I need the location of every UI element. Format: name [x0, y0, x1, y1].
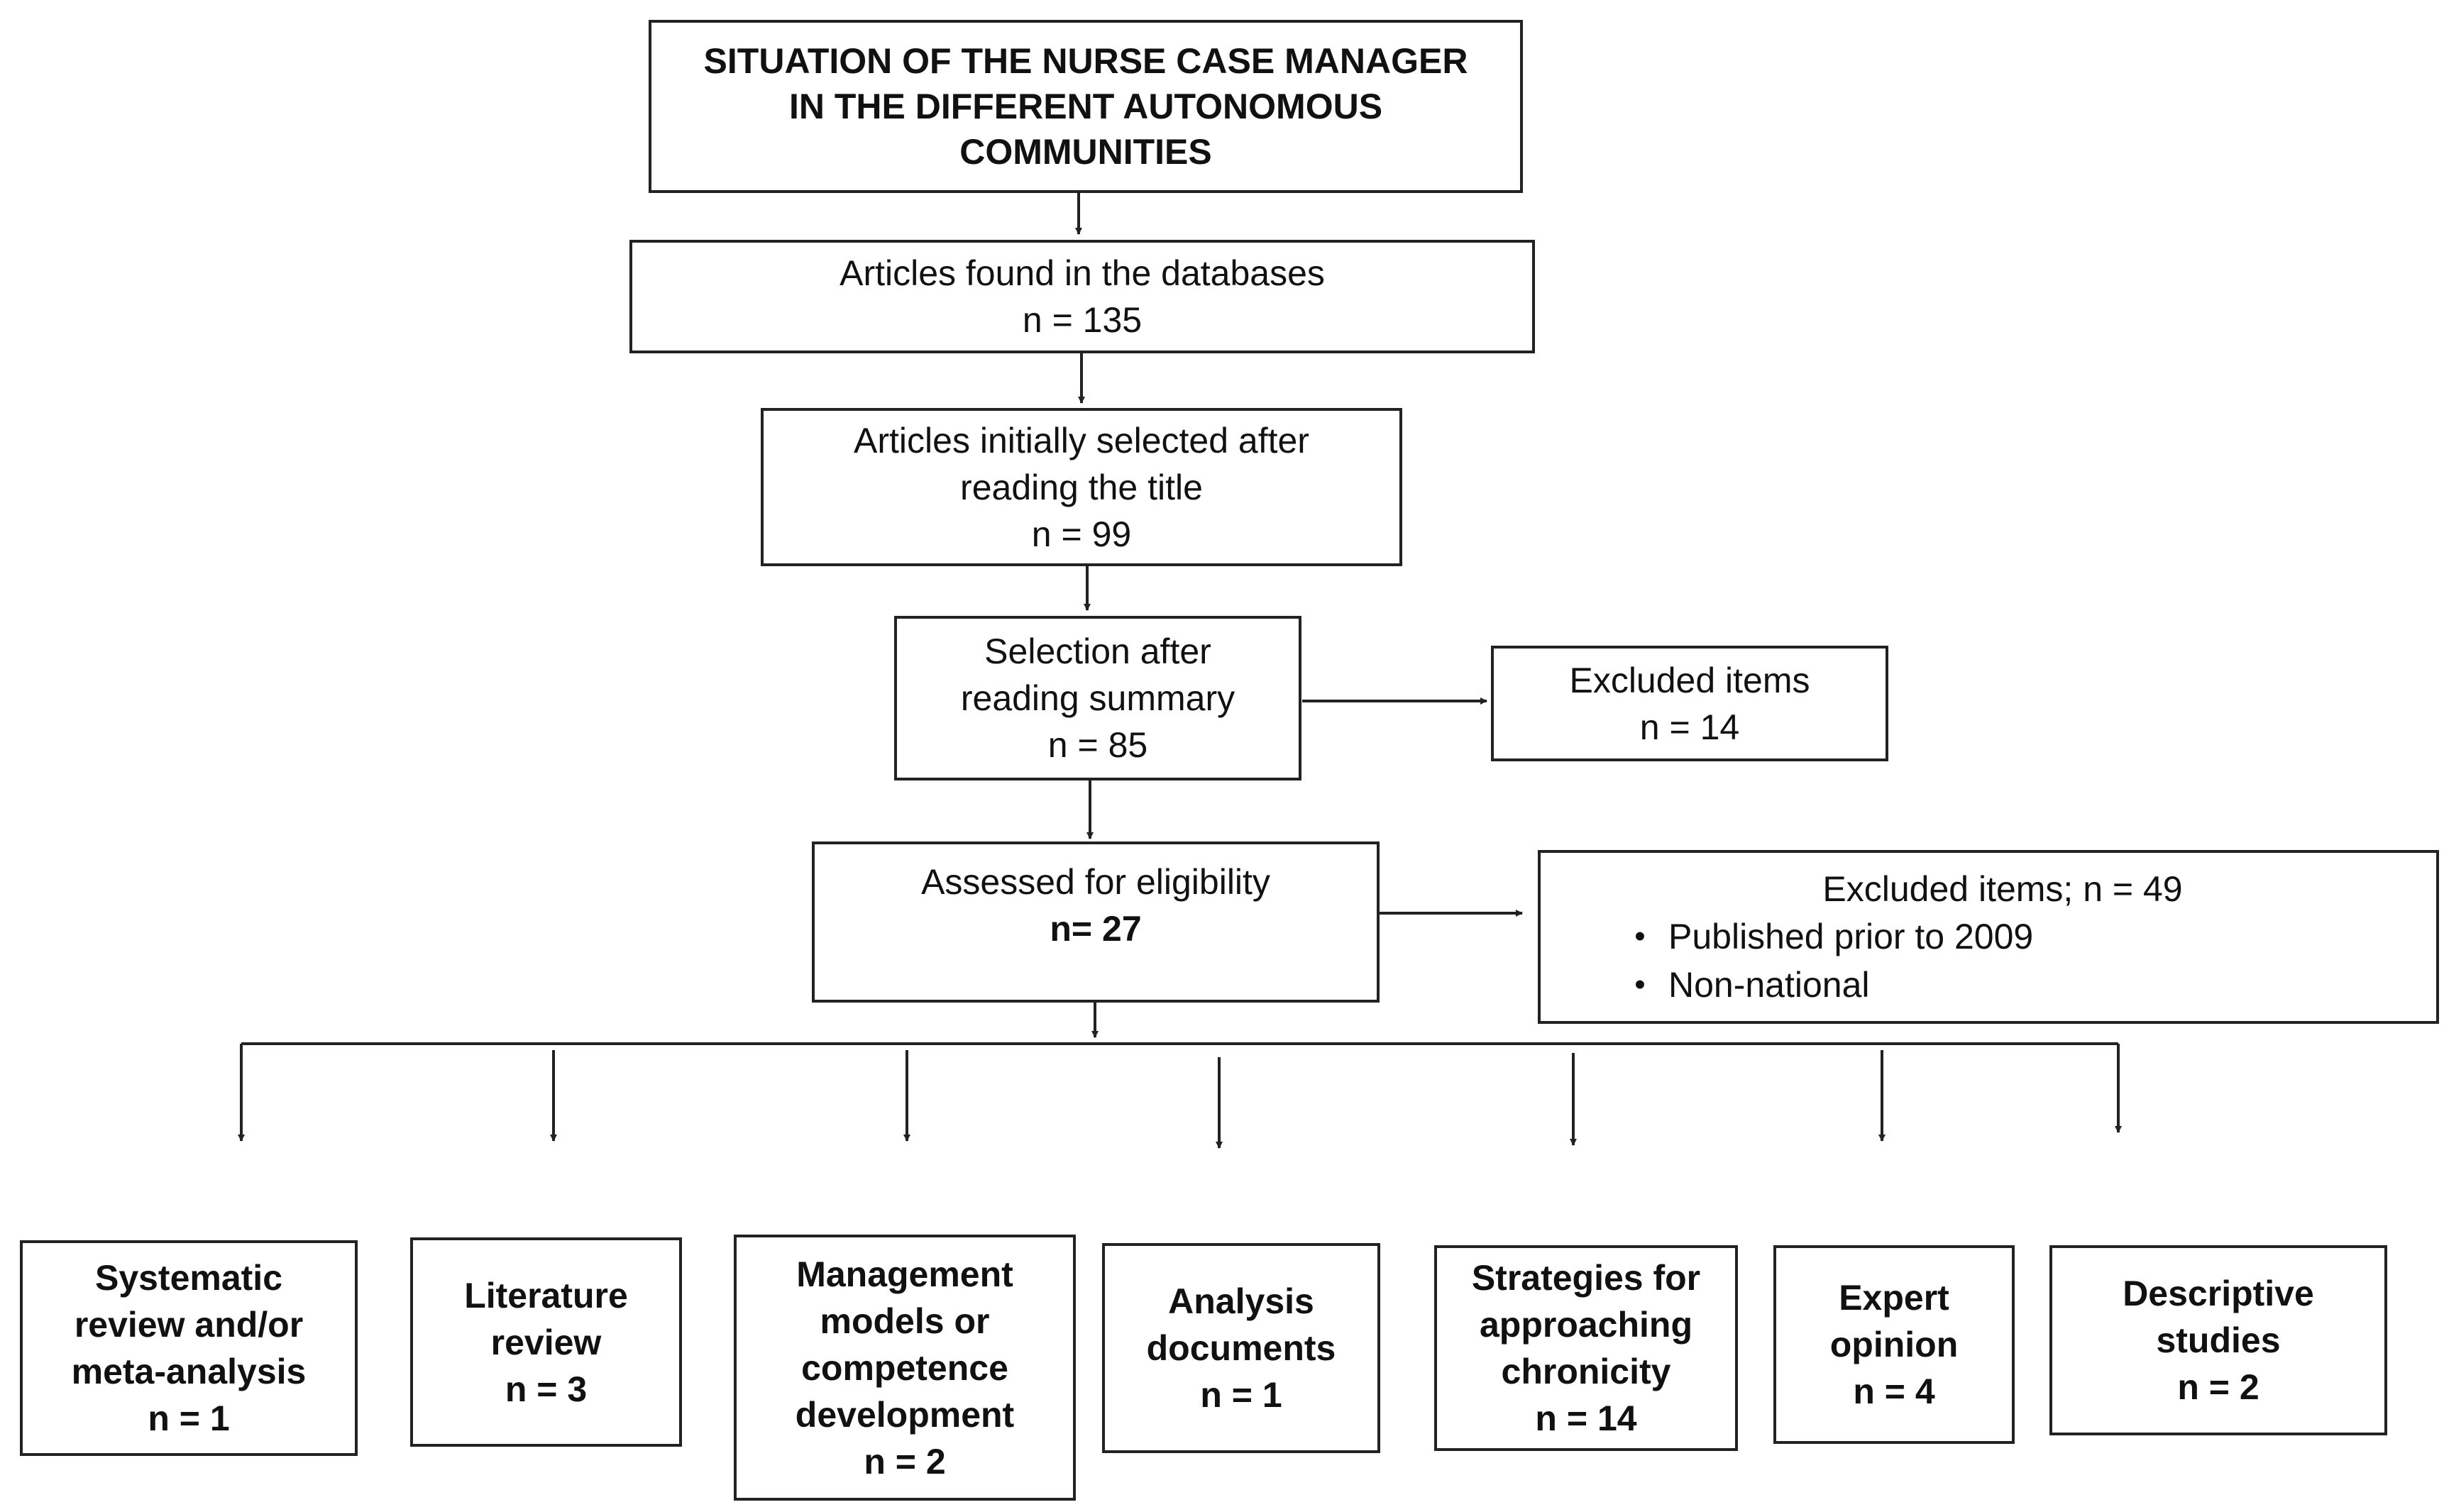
bullet-icon: • — [1634, 918, 1646, 954]
summary-selection-line-2: reading summary — [960, 678, 1235, 718]
initially-selected-line-2: reading the title — [960, 467, 1203, 507]
category-box-literature-review: Literature review n = 3 — [410, 1237, 682, 1447]
title-line-2: IN THE DIFFERENT AUTONOMOUS — [788, 87, 1383, 126]
category-3-line-3: competence — [801, 1347, 1008, 1388]
articles-found-label: Articles found in the databases — [840, 253, 1325, 293]
category-1-count: n = 1 — [148, 1398, 230, 1438]
category-4-count: n = 1 — [1200, 1375, 1282, 1415]
category-3-line-2: models or — [820, 1301, 990, 1341]
excluded-items-1-count: n = 14 — [1639, 707, 1740, 747]
category-box-analysis-documents: Analysis documents n = 1 — [1102, 1243, 1380, 1453]
category-box-descriptive-studies: Descriptive studies n = 2 — [2049, 1245, 2387, 1435]
articles-found-count: n = 135 — [1022, 300, 1143, 340]
category-6-line-1: Expert — [1839, 1278, 1949, 1318]
category-7-count: n = 2 — [2177, 1367, 2259, 1407]
summary-selection-line-1: Selection after — [984, 631, 1211, 671]
excluded-items-1-label: Excluded items — [1569, 660, 1810, 700]
category-3-line-4: development — [795, 1394, 1015, 1435]
category-2-line-2: review — [490, 1322, 602, 1362]
category-5-count: n = 14 — [1535, 1398, 1637, 1438]
category-box-expert-opinion: Expert opinion n = 4 — [1773, 1245, 2015, 1444]
category-7-line-2: studies — [2156, 1320, 2281, 1360]
category-box-systematic-review: Systematic review and/or meta-analysis n… — [20, 1240, 358, 1456]
summary-selection-count: n = 85 — [1047, 725, 1148, 765]
eligibility-count: n= 27 — [1050, 909, 1142, 949]
category-2-count: n = 3 — [505, 1369, 588, 1409]
category-3-line-1: Management — [796, 1254, 1013, 1294]
title-line-3: COMMUNITIES — [959, 132, 1212, 172]
category-5-line-1: Strategies for — [1471, 1258, 1701, 1298]
summary-selection-box: Selection after reading summary n = 85 — [894, 616, 1301, 780]
excluded-reason-item: • Published prior to 2009 — [1612, 912, 2033, 961]
category-6-line-2: opinion — [1829, 1325, 1959, 1364]
category-2-line-1: Literature — [464, 1275, 628, 1315]
category-5-line-3: chronicity — [1501, 1352, 1671, 1391]
excluded-reason-1: Published prior to 2009 — [1668, 916, 2034, 956]
excluded-reason-item: • Non-national — [1612, 961, 2033, 1009]
excluded-items-box-2: Excluded items; n = 49 • Published prior… — [1538, 850, 2439, 1024]
category-box-chronicity-strategies: Strategies for approaching chronicity n … — [1434, 1245, 1738, 1451]
title-line-1: SITUATION OF THE NURSE CASE MANAGER — [703, 41, 1468, 81]
category-6-count: n = 4 — [1853, 1372, 1935, 1411]
excluded-items-box-1: Excluded items n = 14 — [1491, 646, 1888, 761]
bullet-icon: • — [1634, 966, 1646, 1002]
title-box: SITUATION OF THE NURSE CASE MANAGER IN T… — [649, 20, 1523, 193]
initially-selected-line-1: Articles initially selected after — [854, 420, 1309, 460]
excluded-reason-2: Non-national — [1668, 964, 1870, 1005]
category-box-management-models: Management models or competence developm… — [734, 1235, 1076, 1501]
articles-found-box: Articles found in the databases n = 135 — [629, 240, 1535, 353]
category-7-line-1: Descriptive — [2123, 1274, 2314, 1313]
initially-selected-count: n = 99 — [1031, 514, 1132, 554]
initially-selected-box: Articles initially selected after readin… — [761, 408, 1402, 566]
eligibility-box: Assessed for eligibility n= 27 — [812, 841, 1380, 1003]
category-1-line-3: meta-analysis — [71, 1352, 307, 1391]
category-4-line-1: Analysis — [1168, 1281, 1314, 1321]
category-1-line-2: review and/or — [74, 1305, 304, 1345]
excluded-reasons-list: • Published prior to 2009 • Non-national — [1612, 912, 2033, 1009]
category-4-line-2: documents — [1146, 1328, 1336, 1368]
category-3-count: n = 2 — [864, 1441, 946, 1481]
eligibility-label: Assessed for eligibility — [921, 862, 1270, 902]
category-5-line-2: approaching — [1479, 1305, 1693, 1345]
excluded-items-2-label: Excluded items; n = 49 — [1822, 868, 2183, 909]
category-1-line-1: Systematic — [94, 1258, 283, 1298]
